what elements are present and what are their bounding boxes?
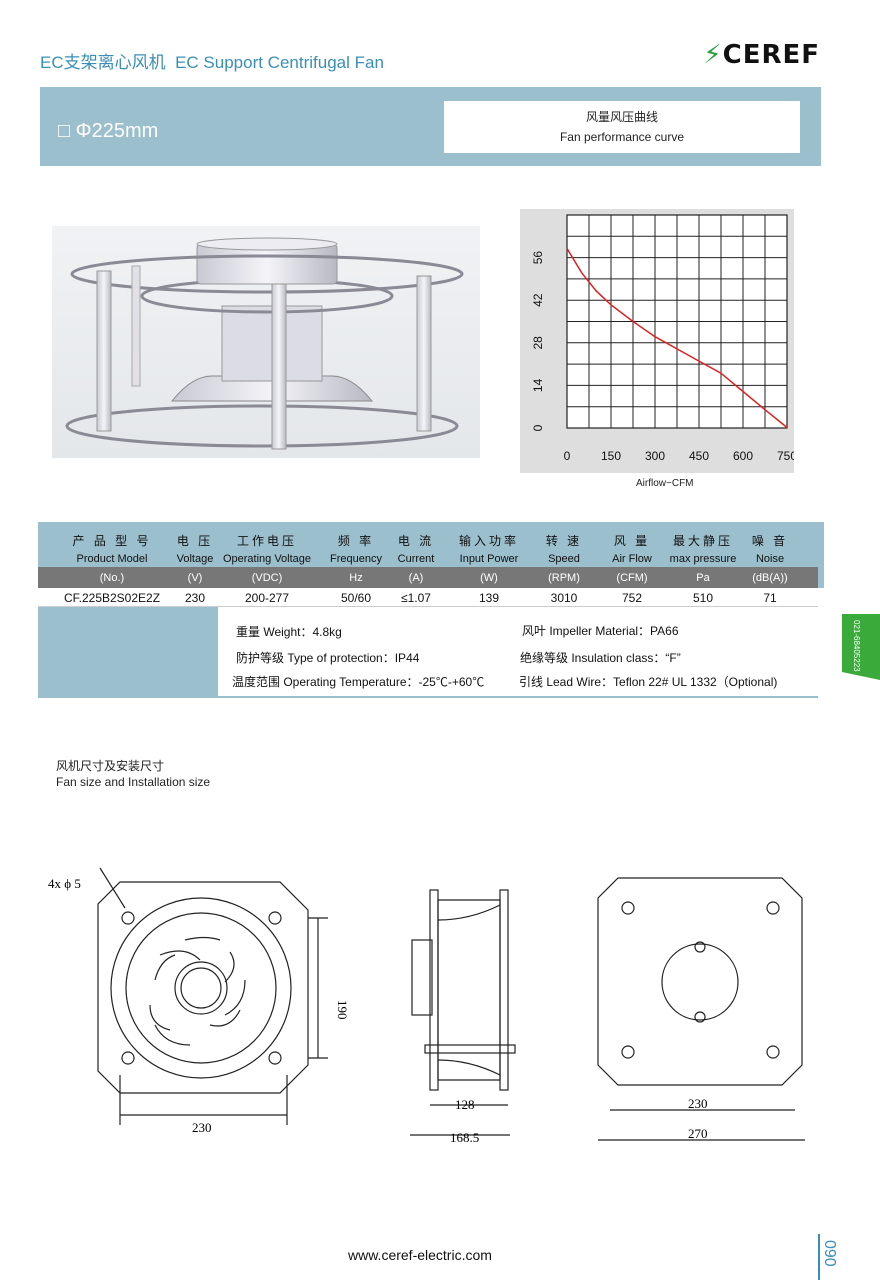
front-view-drawing [97, 867, 328, 1125]
spec-header-zh: 噪 音 [751, 534, 789, 548]
spec-unit: Pa [696, 572, 710, 584]
prop-insulation: 绝缘等级 Insulation class：“F” [520, 651, 681, 665]
spec-value: 200-277 [244, 591, 290, 605]
title-zh: EC支架离心风机 [40, 53, 166, 72]
prop-impeller: 风叶 Impeller Material：PA66 [522, 624, 679, 638]
spec-unit: (No.) [99, 572, 125, 584]
dim-side-depth: 128 [455, 1097, 475, 1112]
install-title-en: Fan size and Installation size [56, 775, 211, 789]
brand-logo: ⚡CEREF [703, 40, 820, 70]
spec-value: 752 [621, 591, 643, 605]
x-tick-label: 600 [733, 449, 753, 463]
x-tick-label: 300 [645, 449, 665, 463]
curve-title-zh: 风量风压曲线 [585, 110, 658, 124]
dim-side-total: 168.5 [450, 1130, 479, 1145]
spec-header-en: Input Power [459, 553, 519, 565]
y-tick-label: 56 [531, 251, 545, 265]
spec-unit-band [38, 567, 818, 588]
spec-header-zh: 电 流 [397, 534, 435, 548]
spec-header-zh: 转 速 [545, 534, 583, 548]
spec-unit: (VDC) [251, 572, 283, 584]
website: www.ceref-electric.com [348, 1247, 492, 1263]
series-line [566, 248, 789, 429]
curve-title-box: 风量风压曲线 Fan performance curve [444, 101, 800, 153]
spec-header-en: Speed [548, 553, 580, 565]
spec-header-zh: 输入功率 [458, 534, 519, 548]
property-bottom-rule [218, 696, 818, 698]
spec-value: 50/60 [340, 591, 372, 605]
holes-label: 4x ϕ 5 [48, 876, 81, 891]
spec-header-zh: 电 压 [176, 534, 214, 548]
y-tick-label: 28 [531, 336, 545, 350]
x-tick-label: 0 [564, 449, 571, 463]
spec-value: 139 [478, 591, 500, 605]
chart-ylabel: Static Pressure(mmH²o) [520, 283, 521, 390]
performance-chart: 0 150 300 450 600 750 0 14 28 42 56Static Pressure… [520, 209, 794, 473]
phone-tab: 021-68405223 [842, 614, 880, 680]
y-tick-label: 42 [531, 293, 545, 307]
dim-rear-width: 270 [688, 1126, 708, 1141]
page-number: 090 [818, 1234, 838, 1280]
spec-header-en: max pressure [669, 553, 737, 565]
spec-value: CF.225B2S02E2Z [63, 591, 161, 605]
spec-header-en: Operating Voltage [222, 553, 312, 565]
spec-header-zh: 工作电压 [236, 534, 297, 548]
spec-value: ≤1.07 [401, 591, 431, 605]
spec-value: 71 [763, 591, 777, 605]
spec-value: 3010 [550, 591, 578, 605]
spec-header-en: Air Flow [612, 553, 652, 565]
chart-xlabel: Airflow−CFM [636, 478, 694, 489]
spec-header-en: Product Model [76, 553, 148, 565]
spec-header-zh: 最大静压 [672, 534, 733, 548]
y-tick-label: 0 [531, 424, 545, 431]
spec-value: 230 [184, 591, 206, 605]
side-view-drawing [410, 889, 516, 1136]
spec-header-en: Noise [755, 553, 785, 565]
curve-title-en: Fan performance curve [559, 130, 685, 144]
spec-header-band [38, 522, 818, 567]
prop-lead-wire: 引线 Lead Wire：Teflon 22# UL 1332（Optional… [519, 675, 778, 689]
spec-header-en: Current [397, 553, 435, 565]
install-title-zh: 风机尺寸及安装尺寸 [56, 759, 165, 773]
spec-band-edge [818, 522, 824, 588]
spec-unit: (RPM) [548, 572, 580, 584]
spec-unit: (A) [408, 572, 424, 584]
fan-product-image [52, 226, 480, 458]
spec-header-zh: 产 品 型 号 [72, 534, 152, 548]
spec-unit: (V) [187, 572, 203, 584]
spec-unit: (dB(A)) [752, 572, 788, 584]
x-tick-label: 750 [777, 449, 794, 463]
spec-unit: (CFM) [616, 572, 648, 584]
x-tick-label: 450 [689, 449, 709, 463]
spec-unit: Hz [349, 572, 363, 584]
property-band [38, 607, 218, 698]
x-tick-label: 150 [601, 449, 621, 463]
page-title: EC支架离心风机 EC Support Centrifugal Fan [40, 48, 384, 73]
spec-divider [38, 606, 818, 607]
spec-unit: (W) [480, 572, 498, 584]
spec-value: 510 [692, 591, 714, 605]
spec-header-en: Frequency [330, 553, 382, 565]
dim-front-height: 190 [335, 1000, 350, 1020]
spec-header-zh: 频 率 [337, 534, 375, 548]
dim-front-width: 230 [192, 1120, 212, 1135]
phone-number: 021-68405223 [852, 620, 861, 672]
spec-header-zh: 风 量 [613, 534, 651, 548]
y-tick-label: 14 [531, 378, 545, 392]
spec-header-en: Voltage [176, 553, 214, 565]
size-label: □ Φ225mm [58, 120, 159, 142]
prop-protection: 防护等级 Type of protection：IP44 [236, 651, 420, 665]
prop-weight: 重量 Weight：4.8kg [236, 625, 342, 639]
title-en: EC Support Centrifugal Fan [175, 53, 384, 72]
prop-temperature: 温度范围 Operating Temperature：-25℃-+60℃ [232, 675, 485, 689]
rear-view-drawing [597, 877, 805, 1141]
installation-drawing: 4x ϕ 5 230 190 128 168.5 230 270 [48, 867, 805, 1145]
dim-rear-hole: 230 [688, 1096, 708, 1111]
